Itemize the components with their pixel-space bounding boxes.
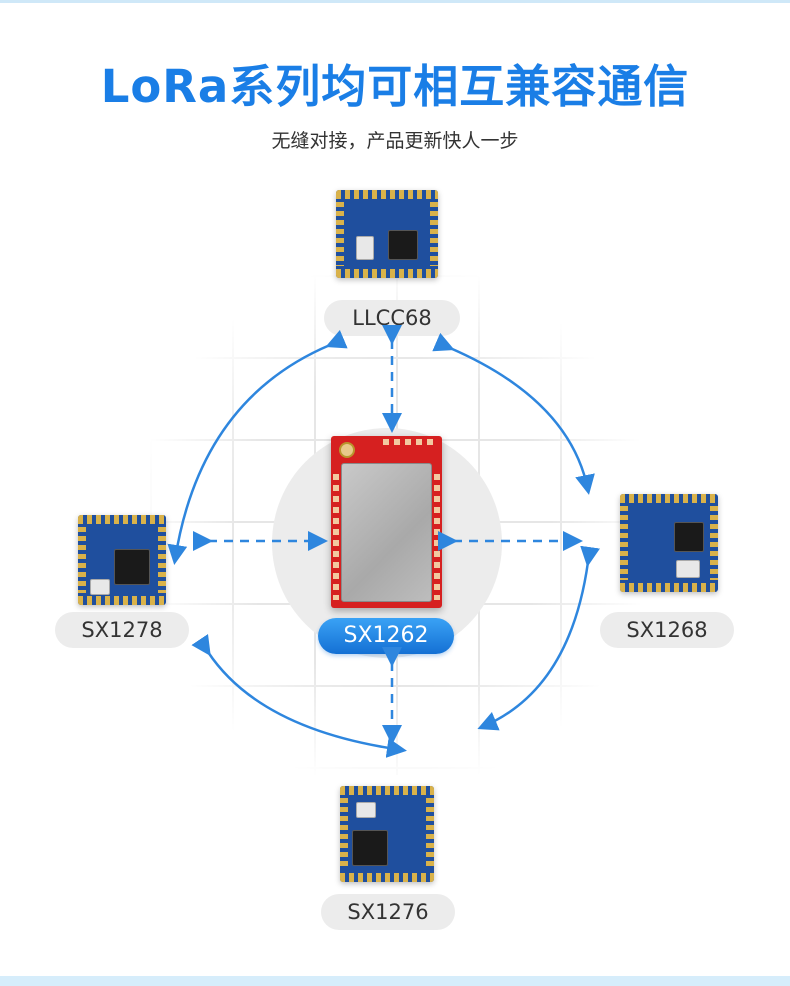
arc-top-right bbox=[432, 332, 595, 495]
arc-bottom-right bbox=[477, 545, 600, 731]
arc-bottom-left bbox=[191, 633, 407, 758]
llcc68-module-image bbox=[336, 190, 438, 278]
page-subtitle: 无缝对接，产品更新快人一步 bbox=[271, 130, 519, 152]
sx1262-module-image bbox=[331, 436, 442, 608]
page-title: LoRa系列均可相互兼容通信 bbox=[100, 60, 690, 113]
arc-top-left bbox=[167, 329, 348, 565]
sx1276-label: SX1276 bbox=[321, 894, 455, 930]
sx1276-module-image bbox=[340, 786, 434, 882]
sx1268-label: SX1268 bbox=[600, 612, 734, 648]
sx1278-label: SX1278 bbox=[55, 612, 189, 648]
top-border bbox=[0, 0, 790, 3]
sx1268-module-image bbox=[620, 494, 718, 592]
bottom-border bbox=[0, 976, 790, 986]
sx1278-module-image bbox=[78, 515, 166, 605]
